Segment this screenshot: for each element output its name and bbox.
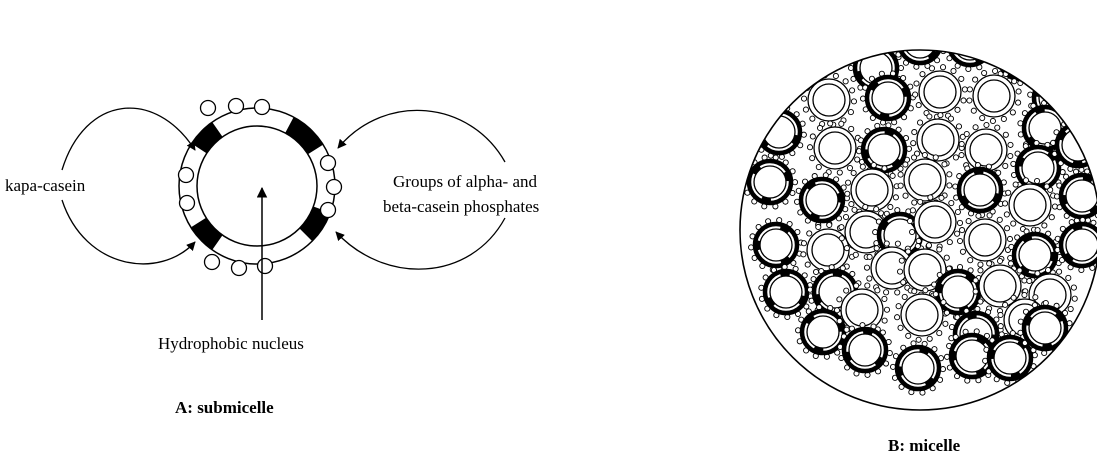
kappa-casein-label: kapa-casein	[5, 176, 86, 195]
phosphate-group	[179, 168, 194, 183]
micelle-submicelle	[1054, 169, 1097, 223]
micelle-submicelle	[759, 264, 813, 319]
phosphate-group	[201, 101, 216, 116]
kappa-casein-blocks	[191, 117, 330, 250]
phosphate-group	[321, 203, 336, 218]
phosphate-group	[255, 100, 270, 115]
micelle-caption: B: micelle	[888, 436, 961, 455]
phosphate-group	[180, 196, 195, 211]
phosphate-group	[321, 156, 336, 171]
phosphate-arrow-top	[338, 110, 505, 162]
micelle-submicelle	[890, 341, 945, 395]
kappa-casein-block	[191, 218, 223, 250]
phosphate-groups-label-line2: beta-casein phosphates	[383, 197, 539, 216]
phosphate-group	[232, 261, 247, 276]
hydrophobic-nucleus	[197, 126, 317, 246]
micelle-submicelle	[742, 155, 797, 209]
phosphate-arrow-bottom	[336, 218, 505, 269]
micelle-submicelle	[892, 15, 947, 70]
kappa-arrow-top	[62, 108, 195, 170]
micelle-submicelle	[807, 121, 862, 175]
micelle-submicelle	[801, 73, 856, 127]
phosphate-groups-label-line1: Groups of alpha- and	[393, 172, 537, 191]
kappa-casein-block	[192, 122, 223, 153]
micelle-submicelles	[742, 15, 1097, 396]
micelle-submicelle	[1002, 178, 1057, 233]
phosphate-group	[327, 180, 342, 195]
micelle-submicelle	[749, 218, 804, 273]
submicelle-panel: kapa-casein Groups of alpha- and beta-ca…	[5, 99, 539, 418]
micelle-submicelle	[957, 213, 1012, 267]
micelle-submicelle	[953, 162, 1008, 217]
micelle-submicelle	[752, 105, 807, 160]
phosphate-group	[205, 255, 220, 270]
micelle-submicelle	[913, 65, 968, 120]
micelle-panel: B: micelle	[740, 15, 1097, 455]
phosphate-group	[229, 99, 244, 114]
submicelle-caption: A: submicelle	[175, 398, 274, 417]
micelle-submicelle	[794, 173, 849, 228]
kappa-arrow-bottom	[62, 200, 195, 264]
hydrophobic-nucleus-label: Hydrophobic nucleus	[158, 334, 304, 353]
submicelle	[179, 99, 342, 276]
phosphate-group	[258, 259, 273, 274]
